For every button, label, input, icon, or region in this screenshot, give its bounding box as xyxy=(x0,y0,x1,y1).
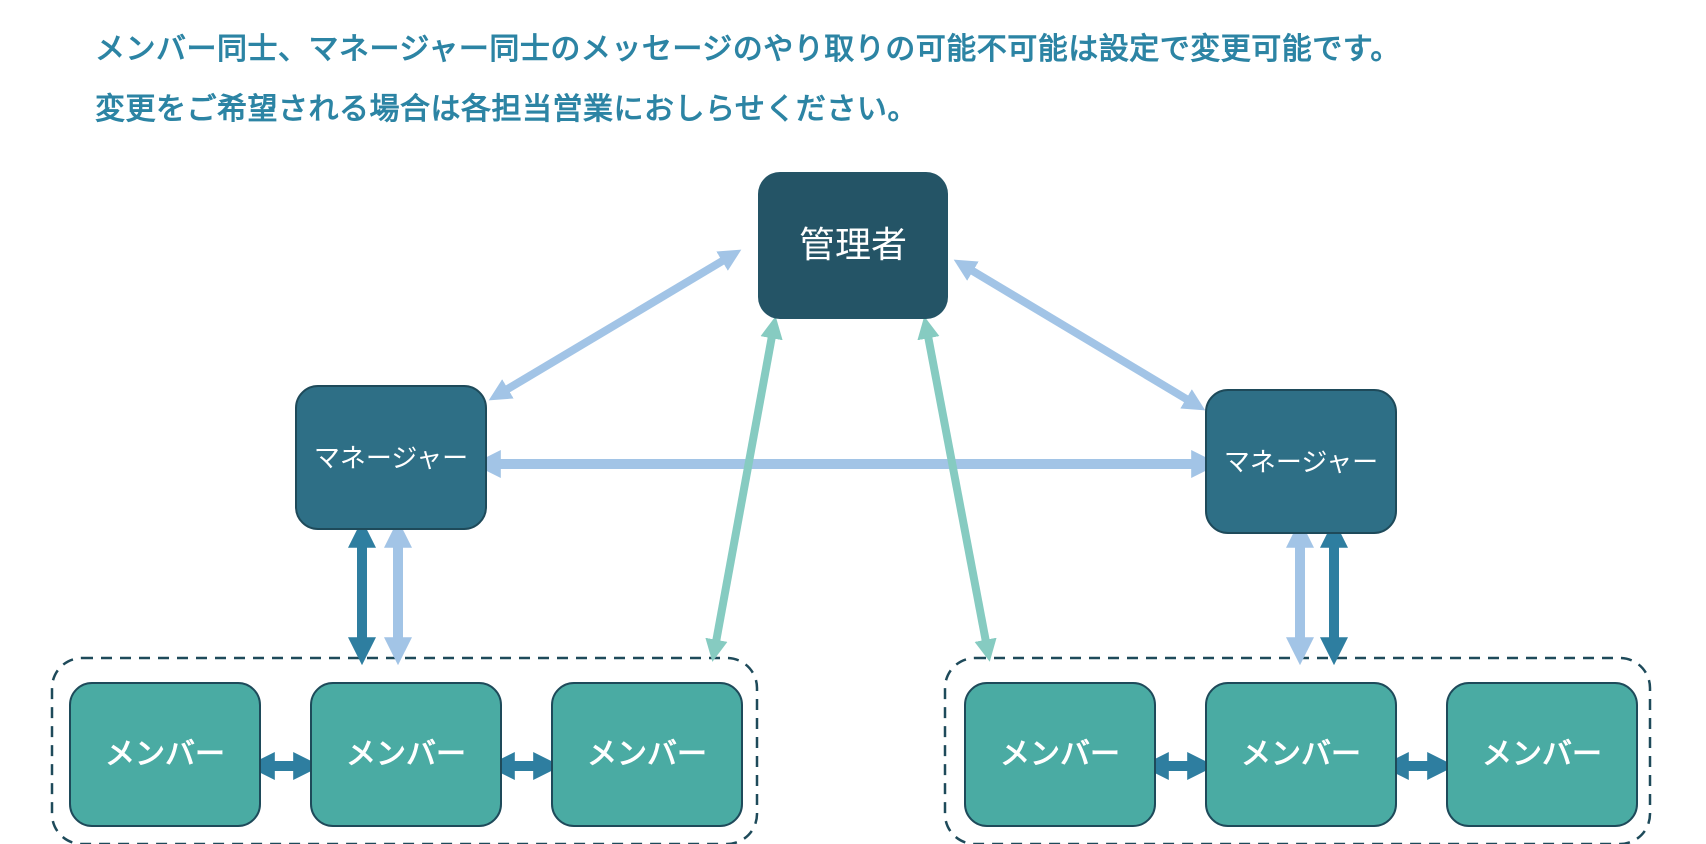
arrow-admin-manager-left xyxy=(488,249,742,401)
arrow-admin-members-right xyxy=(917,316,997,662)
member-node-5: メンバー xyxy=(1205,682,1397,827)
member-group-right xyxy=(943,656,1652,844)
manager-left-label: マネージャー xyxy=(314,444,468,474)
member-label: メンバー xyxy=(1241,737,1361,772)
member-label: メンバー xyxy=(1482,737,1602,772)
notice-line-2: 変更をご希望される場合は各担当営業におしらせください。 xyxy=(95,92,918,127)
member-label: メンバー xyxy=(346,737,466,772)
member-node-4: メンバー xyxy=(964,682,1156,827)
member-node-3: メンバー xyxy=(551,682,743,827)
notice-line-1: メンバー同士、マネージャー同士のメッセージのやり取りの可能不可能は設定で変更可能… xyxy=(95,32,1401,67)
arrow-admin-members-left xyxy=(705,316,783,662)
manager-node-right: マネージャー xyxy=(1205,389,1397,534)
member-node-6: メンバー xyxy=(1446,682,1638,827)
member-group-left xyxy=(50,656,759,844)
member-node-2: メンバー xyxy=(310,682,502,827)
member-label: メンバー xyxy=(587,737,707,772)
admin-label: 管理者 xyxy=(799,225,907,266)
member-label: メンバー xyxy=(1000,737,1120,772)
arrow-admin-manager-right xyxy=(953,259,1206,411)
admin-node: 管理者 xyxy=(758,172,948,319)
member-label: メンバー xyxy=(105,737,225,772)
manager-node-left: マネージャー xyxy=(295,385,487,530)
member-node-1: メンバー xyxy=(69,682,261,827)
manager-right-label: マネージャー xyxy=(1224,448,1378,478)
